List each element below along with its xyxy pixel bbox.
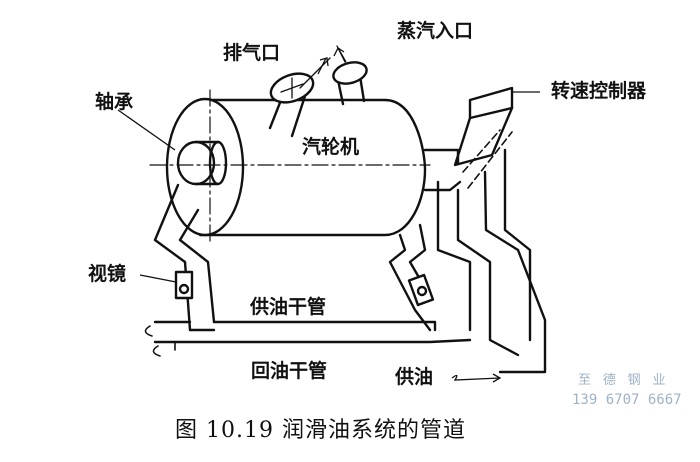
label-steam-inlet: 蒸汽入口 [397,20,474,42]
watermark-phone: 139 6707 6667 [572,392,682,408]
label-turbine: 汽轮机 [302,136,360,158]
watermark-company: 至 德 钢 业 [578,373,668,388]
shaft-hub [176,140,216,186]
sight-glass-right [407,273,435,307]
steam-inlet-flange [332,61,368,85]
label-speed-controller: 转速控制器 [551,80,647,102]
steam-arrow [333,47,347,63]
label-return-main: 回油干管 [251,360,328,382]
label-exhaust: 排气口 [223,42,281,64]
label-sight-glass: 视镜 [88,263,127,285]
turbine-casing [198,98,427,237]
figure-caption: 图 10.19 润滑油系统的管道 [175,418,466,443]
exhaust-arrow [317,57,329,75]
label-supply-main: 供油干管 [250,296,327,318]
oil-supply-arrow [451,374,501,381]
label-oil-supply: 供油 [395,366,434,388]
sight-glass-leader [139,274,177,283]
oil-supply-main [212,320,437,332]
bearing-leader [117,109,176,151]
oil-return-main [153,338,472,344]
label-bearing: 轴承 [95,91,134,113]
speed-controller-box [468,86,514,120]
